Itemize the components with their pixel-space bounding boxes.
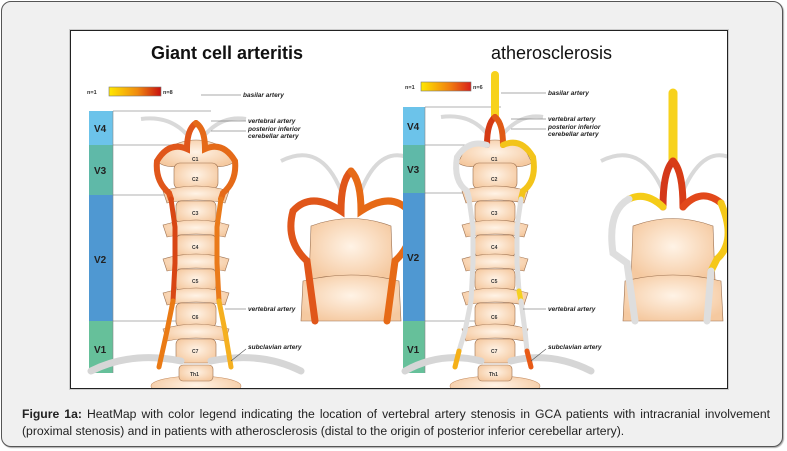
label-vertebral-artery-mid: vertebral artery: [248, 306, 296, 313]
caption-label: Figure 1a:: [22, 407, 82, 421]
legend-gradient-bar: [108, 86, 162, 97]
vertebra-c6: C6: [192, 315, 199, 321]
vertebra-c5: C5: [192, 279, 199, 285]
color-legend: n=1 n=8: [87, 86, 173, 97]
vertebra-c3: C3: [192, 211, 199, 217]
vertebral-arteries: [452, 71, 537, 370]
vertebra-c6: C6: [491, 315, 498, 321]
segment-label-v4: V4: [407, 122, 420, 133]
subclavian-arteries: [401, 354, 595, 375]
vertebra-c5: C5: [491, 279, 498, 285]
vertebra-c2: C2: [491, 177, 498, 183]
figure-image: Giant cell arteritis n=1 n=8: [70, 30, 728, 389]
callouts: [201, 94, 247, 362]
label-vertebral-artery-top: vertebral artery: [548, 116, 596, 123]
cervical-spine: C1 C2 C3 C4 C5 C6 C7 Th1: [449, 139, 541, 388]
legend-min-label: n=1: [87, 90, 97, 96]
segment-v2: [89, 195, 113, 321]
segment-label-v3: V3: [407, 165, 420, 176]
segment-v4: [403, 107, 425, 145]
label-pica-line2: cerebellar artery: [248, 133, 299, 140]
subclavian-arteries: [87, 354, 305, 375]
legend-gradient-bar: [420, 81, 472, 92]
vertebra-c2: C2: [192, 177, 199, 183]
panel-title: atherosclerosis: [491, 43, 612, 63]
label-pica-line1: posterior inferior: [247, 126, 301, 133]
segment-v1: [403, 321, 425, 373]
vertebra-c3: C3: [491, 211, 498, 217]
panel-atherosclerosis: atherosclerosis n=1 n=6 V4: [401, 43, 727, 388]
legend-max-label: n=6: [473, 85, 483, 91]
label-vertebral-artery-mid: vertebral artery: [548, 306, 596, 313]
vertebra-c1: C1: [491, 157, 498, 163]
panel-title: Giant cell arteritis: [151, 43, 303, 63]
detail-view-atherosclerosis: [600, 88, 727, 325]
segment-v3: [89, 145, 113, 195]
callouts: [501, 92, 547, 362]
heatmap-illustration: Giant cell arteritis n=1 n=8: [87, 43, 727, 388]
segment-v3: [403, 145, 425, 193]
segment-bar: V4 V3 V2 V1: [403, 106, 501, 373]
vertebra-c4: C4: [491, 245, 498, 251]
figure-caption: Figure 1a: HeatMap with color legend ind…: [22, 406, 770, 440]
legend-max-label: n=8: [163, 90, 173, 96]
color-legend: n=1 n=6: [405, 81, 483, 92]
label-subclavian-artery: subclavian artery: [548, 344, 602, 351]
label-pica-line1: posterior inferior: [547, 124, 601, 131]
segment-label-v2: V2: [94, 255, 107, 266]
legend-min-label: n=1: [405, 85, 415, 91]
segment-v2: [403, 193, 425, 321]
label-vertebral-artery-top: vertebral artery: [248, 118, 296, 125]
vertebra-th1: Th1: [190, 372, 199, 378]
label-basilar-artery: basilar artery: [548, 90, 589, 97]
segment-label-v2: V2: [407, 253, 420, 264]
label-basilar-artery: basilar artery: [243, 92, 284, 99]
vertebra-th1: Th1: [489, 372, 498, 378]
vertebra-c4: C4: [192, 245, 199, 251]
detail-view-gca: [280, 88, 417, 325]
segment-label-v1: V1: [94, 345, 107, 356]
vertebra-c7: C7: [192, 349, 199, 355]
vertebral-arteries: [153, 75, 239, 370]
segment-v4: [89, 111, 113, 145]
vertebra-c1: C1: [192, 157, 199, 163]
caption-text: HeatMap with color legend indicating the…: [22, 407, 770, 438]
vertebra-c7: C7: [491, 349, 498, 355]
label-pica-line2: cerebellar artery: [548, 131, 599, 138]
label-subclavian-artery: subclavian artery: [248, 344, 302, 351]
segment-label-v4: V4: [94, 124, 107, 135]
panel-gca: Giant cell arteritis n=1 n=8: [87, 43, 417, 388]
segment-label-v3: V3: [94, 166, 107, 177]
segment-label-v1: V1: [407, 345, 420, 356]
